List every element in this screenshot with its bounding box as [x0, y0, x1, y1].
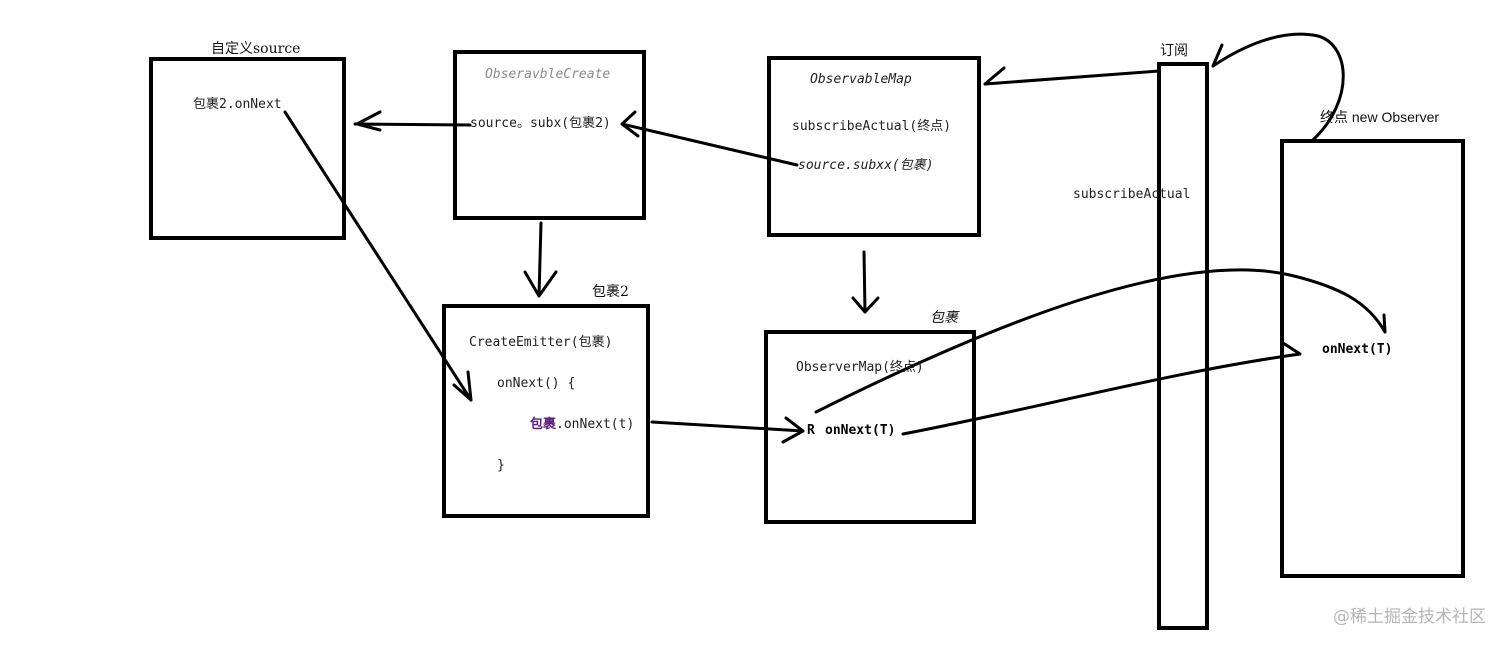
- endpoint-onnext: onNext(T): [1322, 342, 1392, 357]
- observer-map-onnext: onNext(T): [825, 423, 895, 438]
- wrap2-title: 包裹2: [592, 284, 629, 300]
- observable-create-title: ObseravbleCreate: [485, 67, 610, 82]
- subscribe-bar: [1157, 62, 1209, 630]
- subscribe-title: 订阅: [1160, 42, 1188, 58]
- observable-map-line1: subscribeActual(终点): [792, 118, 951, 134]
- create-to-source-arrow: [353, 110, 472, 132]
- create-down-arrow: [523, 221, 558, 298]
- subscribe-to-map-arrow: [983, 66, 1161, 86]
- custom-source-box: [149, 57, 346, 240]
- custom-source-title: 自定义source: [211, 41, 300, 57]
- emitter-line4: }: [497, 458, 505, 473]
- emitter-line2: onNext() {: [497, 376, 575, 391]
- subscribe-actual-label: subscribeActual: [1073, 187, 1190, 202]
- wrap-title: 包裹: [930, 310, 960, 326]
- emitter-line3-suffix: .onNext(t): [556, 417, 634, 432]
- emitter-to-observermap-line: [650, 416, 805, 444]
- observer-map-title: ObserverMap(终点): [796, 359, 924, 375]
- watermark: @稀土掘金技术社区: [1333, 607, 1486, 627]
- emitter-line3-prefix: 包裹: [530, 416, 557, 432]
- observer-map-r: R: [807, 423, 815, 438]
- observable-create-box: [453, 50, 646, 220]
- map-down-arrow: [851, 250, 880, 314]
- create-emitter-box: [442, 304, 650, 518]
- observable-map-box: [767, 56, 981, 237]
- observable-map-line2: source.subxx(包裹): [798, 158, 934, 173]
- emitter-line3: 包裹.onNext(t): [530, 416, 634, 432]
- source-to-emitter-line: [283, 110, 473, 402]
- endpoint-observer-box: [1280, 139, 1465, 578]
- observermap-to-endpoint-line: [901, 341, 1302, 436]
- observable-map-title: ObservableMap: [810, 72, 912, 87]
- endpoint-title: 终点 new Observer: [1320, 109, 1439, 125]
- emitter-line1: CreateEmitter(包裹): [469, 335, 612, 350]
- endpoint-to-subscribe-curve: [1211, 32, 1345, 142]
- custom-source-line: 包裹2.onNext: [193, 97, 282, 112]
- map-to-create-line: [620, 110, 799, 167]
- observable-create-line: source。subx(包裹2): [470, 116, 611, 131]
- r-to-endpoint-curve: [814, 268, 1387, 414]
